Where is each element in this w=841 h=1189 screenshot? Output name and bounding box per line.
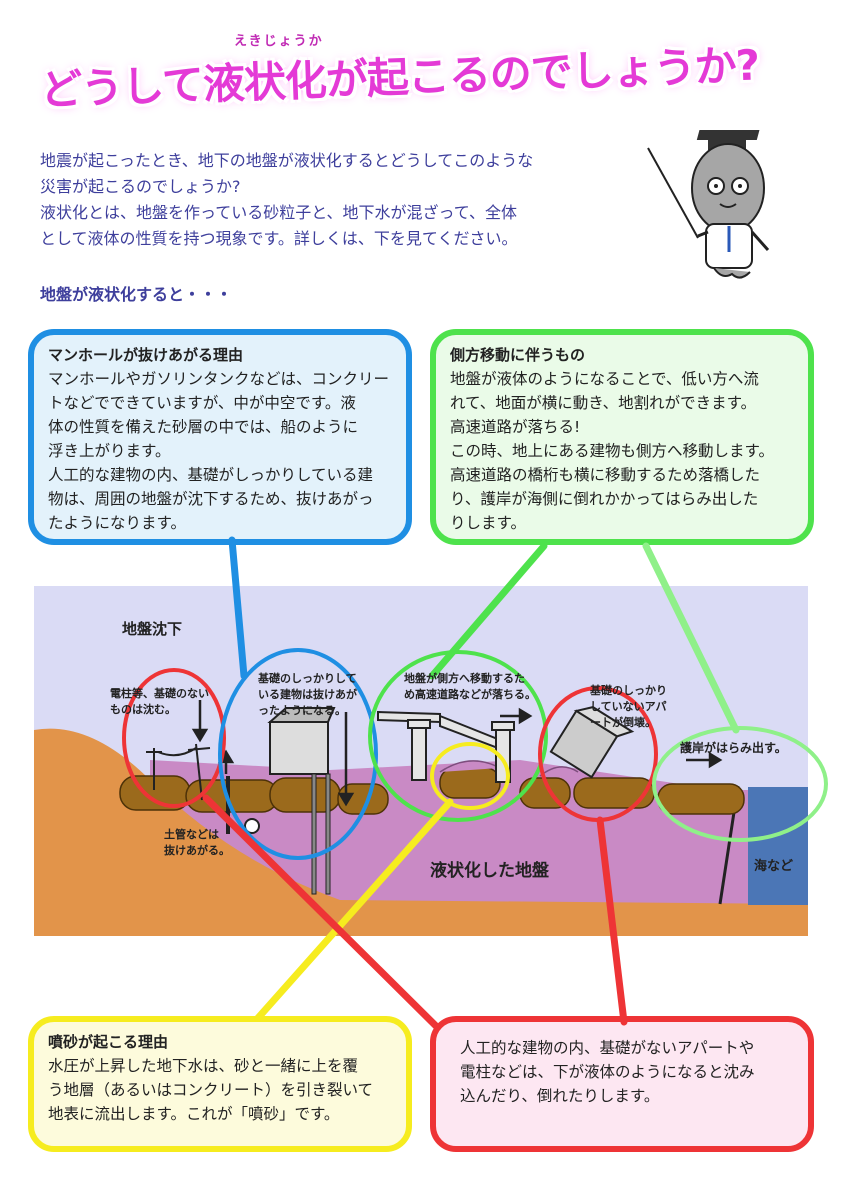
manhole-line: 浮き上がります。 (48, 442, 171, 460)
lateral-line: れて、地面が横に動き、地割れができます。 (450, 394, 757, 412)
page-title: どうして液状化が起こるのでしょうか? (39, 40, 760, 115)
collapse-line: 人工的な建物の内、基礎がないアパートや (460, 1039, 755, 1057)
apartment-fall-label: ートが倒壊。 (590, 715, 656, 729)
lateral-heading: 側方移動に伴うもの (450, 346, 586, 364)
road-fall-label: 地盤が側方へ移動するた (404, 671, 525, 685)
liquefied-ground-label: 液状化した地盤 (430, 860, 550, 881)
sand-boil-box: 噴砂が起こる理由 水圧が上昇した地下水は、砂と一緒に上を覆 う地層（あるいはコン… (28, 1016, 412, 1152)
callout-connectors (202, 536, 740, 1030)
intro-line: として液体の性質を持つ現象です。詳しくは、下を見てください。 (40, 229, 518, 248)
manhole-line: 物は、周囲の地盤が沈下するため、抜けあがっ (48, 490, 374, 508)
lateral-line: この時、地上にある建物も側方へ移動します。 (450, 442, 774, 460)
ground-subsidence-label: 地盤沈下 (122, 620, 182, 638)
manhole-line: トなどでできていますが、中が中空です。液 (48, 394, 356, 412)
lateral-line: りします。 (450, 514, 526, 532)
manhole-line: 人工的な建物の内、基礎がしっかりしている建 (48, 466, 374, 484)
sea-label: 海など (754, 858, 793, 874)
title-ruby: えきじょうか (234, 34, 324, 49)
sandboil-heading: 噴砂が起こる理由 (48, 1033, 169, 1051)
lateral-line: 高速道路の橋桁も横に移動するため落橋した (450, 466, 761, 484)
building-icon (267, 707, 336, 895)
lateral-line: 高速道路が落ちる! (450, 418, 581, 436)
manhole-explanation-box: マンホールが抜けあがる理由 マンホールやガソリンタンクなどは、コンクリー トなど… (28, 329, 412, 545)
highway-icon (377, 710, 515, 783)
intro-line: 災害が起こるのでしょうか? (40, 177, 241, 196)
liquefied-ground (150, 760, 808, 904)
pole-sink-label: 電柱等、基礎のない (110, 686, 209, 700)
soil-layer (34, 728, 808, 936)
sandboil-line: う地層（あるいはコンクリート）を引き裂いて (48, 1081, 374, 1099)
seawall-highlight-ring (652, 726, 828, 842)
manhole-line: たようになります。 (48, 514, 186, 532)
sandboil-line: 水圧が上昇した地下水は、砂と一緒に上を覆 (48, 1057, 359, 1075)
pipe-rise-label: 抜けあがる。 (164, 843, 230, 857)
lateral-line: 地盤が液体のようになることで、低い方へ流 (450, 370, 759, 388)
collapsed-apartment-icon (549, 706, 635, 779)
professor-illustration (647, 130, 770, 279)
intro-text: 地震が起こったとき、地下の地盤が液状化するとどうしてこのような 災害が起こるので… (40, 148, 600, 252)
collapse-line: 込んだり、倒れたりします。 (460, 1087, 660, 1105)
lateral-movement-box: 側方移動に伴うもの 地盤が液体のようになることで、低い方へ流 れて、地面が横に動… (430, 329, 814, 545)
intro-line: 液状化とは、地盤を作っている砂粒子と、地下水が混ざって、全体 (40, 203, 517, 222)
title-area: えきじょうか どうして液状化が起こるのでしょうか? (39, 30, 800, 140)
pole-highlight-ring (122, 668, 226, 808)
building-rise-label: ったようになる。 (258, 704, 346, 717)
collapse-box: 人工的な建物の内、基礎がないアパートや 電柱などは、下が液体のようになると沈み … (430, 1016, 814, 1152)
pole-sink-label: ものは沈む。 (110, 702, 176, 716)
manhole-line: 体の性質を備えた砂層の中では、船のように (48, 418, 359, 436)
building-rise-label: いる建物は抜けあが (258, 687, 357, 701)
seawall-label: 護岸がはらみ出す。 (680, 740, 787, 755)
intro-line: 地震が起こったとき、地下の地盤が液状化するとどうしてこのような (40, 151, 534, 170)
section-subheading: 地盤が液状化すると・・・ (40, 285, 233, 304)
sandboil-highlight-ring (430, 742, 510, 810)
apartment-fall-label: 基礎のしっかり (589, 683, 667, 697)
sand-layer (119, 767, 745, 815)
apartment-fall-label: していないアパ (590, 700, 666, 713)
sandboil-line: 地表に流出します。これが「噴砂」です。 (48, 1105, 340, 1123)
utility-pole-icon (146, 743, 211, 801)
collapse-line: 電柱などは、下が液体のようになると沈み (460, 1063, 755, 1081)
lateral-line: り、護岸が海側に倒れかかってはらみ出した (450, 490, 759, 508)
pipe-icon (226, 776, 230, 834)
building-highlight-ring (218, 648, 378, 860)
apartment-highlight-ring (538, 686, 658, 822)
sea-area (748, 787, 808, 905)
highway-highlight-ring (368, 650, 548, 822)
road-fall-label: め高速道路などが落ちる。 (404, 687, 536, 701)
building-rise-label: 基礎のしっかりして (257, 671, 357, 685)
manhole-line: マンホールやガソリンタンクなどは、コンクリー (48, 370, 390, 388)
sky-background (34, 586, 808, 936)
pipe-rise-label: 土管などは (164, 827, 219, 841)
manhole-heading: マンホールが抜けあがる理由 (48, 346, 244, 364)
